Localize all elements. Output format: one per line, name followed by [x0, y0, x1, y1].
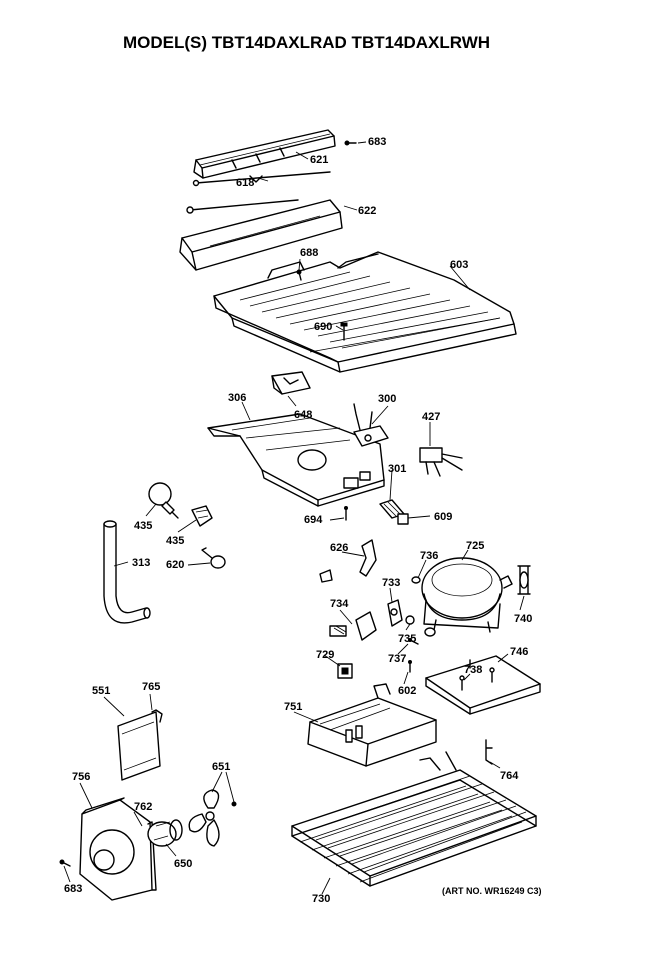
- label-688: 688: [300, 247, 318, 259]
- relay-626: [319, 539, 377, 583]
- label-694: 694: [304, 514, 323, 526]
- label-435-bulb: 435: [134, 520, 152, 532]
- screw-683-top: [344, 140, 357, 146]
- label-738: 738: [464, 664, 482, 676]
- part-734: [329, 611, 377, 641]
- part-620: [201, 547, 226, 569]
- screw-683-bottom: [59, 859, 71, 867]
- art-number: (ART NO. WR16249 C3): [442, 886, 542, 896]
- label-622: 622: [358, 205, 376, 217]
- part-764: [485, 739, 493, 765]
- label-650: 650: [174, 858, 192, 870]
- part-labels: 683 621 618 622 688 603 690 306 648 300 …: [64, 136, 532, 905]
- label-648: 648: [294, 409, 312, 421]
- part-427: [419, 447, 463, 477]
- label-733: 733: [382, 577, 400, 589]
- screw-602: [408, 660, 412, 673]
- label-620: 620: [166, 559, 184, 571]
- compressor-725: [421, 557, 513, 637]
- label-621: 621: [310, 154, 328, 166]
- label-683-bottom: 683: [64, 883, 82, 895]
- label-735: 735: [398, 633, 416, 645]
- label-740: 740: [514, 613, 532, 625]
- rod-618: [192, 171, 331, 187]
- label-765: 765: [142, 681, 160, 693]
- label-609: 609: [434, 511, 452, 523]
- fan-blade-651: [188, 789, 237, 847]
- label-762: 762: [134, 801, 152, 813]
- screw-694: [344, 506, 348, 521]
- bulb-435: [148, 482, 179, 519]
- panel-765: [117, 709, 163, 781]
- label-427: 427: [422, 411, 440, 423]
- tray-751: [307, 683, 437, 767]
- control-300: [353, 403, 389, 447]
- label-756: 756: [72, 771, 90, 783]
- leader-lines: [63, 141, 525, 895]
- rod-622: [186, 199, 299, 214]
- label-435-socket: 435: [166, 535, 184, 547]
- label-603: 603: [450, 259, 468, 271]
- part-733: [387, 599, 403, 627]
- housing-306: [207, 413, 385, 507]
- part-740: [517, 565, 531, 595]
- part-609: [397, 513, 409, 525]
- plate-746: [425, 655, 541, 715]
- label-729: 729: [316, 649, 334, 661]
- socket-435: [191, 505, 213, 527]
- label-626: 626: [330, 542, 348, 554]
- part-736: [411, 576, 421, 584]
- label-551: 551: [92, 685, 110, 697]
- label-764: 764: [500, 770, 519, 782]
- label-751: 751: [284, 701, 302, 713]
- label-725: 725: [466, 540, 484, 552]
- label-301: 301: [388, 463, 406, 475]
- label-737: 737: [388, 653, 406, 665]
- part-729: [337, 663, 353, 679]
- model-title: MODEL(S) TBT14DAXLRAD TBT14DAXLRWH: [123, 33, 490, 52]
- label-618: 618: [236, 177, 254, 189]
- label-734: 734: [330, 598, 349, 610]
- label-651: 651: [212, 761, 230, 773]
- label-690: 690: [314, 321, 332, 333]
- label-746: 746: [510, 646, 528, 658]
- screw-690: [340, 322, 348, 341]
- label-730: 730: [312, 893, 330, 905]
- condenser-730: [291, 751, 537, 887]
- bracket-648: [271, 371, 311, 395]
- fan-motor-650: [147, 819, 183, 847]
- label-602: 602: [398, 685, 416, 697]
- label-313: 313: [132, 557, 150, 569]
- label-300: 300: [378, 393, 396, 405]
- shelf-603: [213, 251, 517, 373]
- channel-622: [179, 199, 343, 271]
- drain-tube-313: [103, 520, 151, 624]
- part-735: [405, 615, 415, 625]
- label-306: 306: [228, 392, 246, 404]
- fan-shroud-756: [79, 797, 157, 901]
- part-737: [408, 638, 419, 645]
- label-736: 736: [420, 550, 438, 562]
- top-rail-621: [193, 129, 336, 179]
- label-683-top: 683: [368, 136, 386, 148]
